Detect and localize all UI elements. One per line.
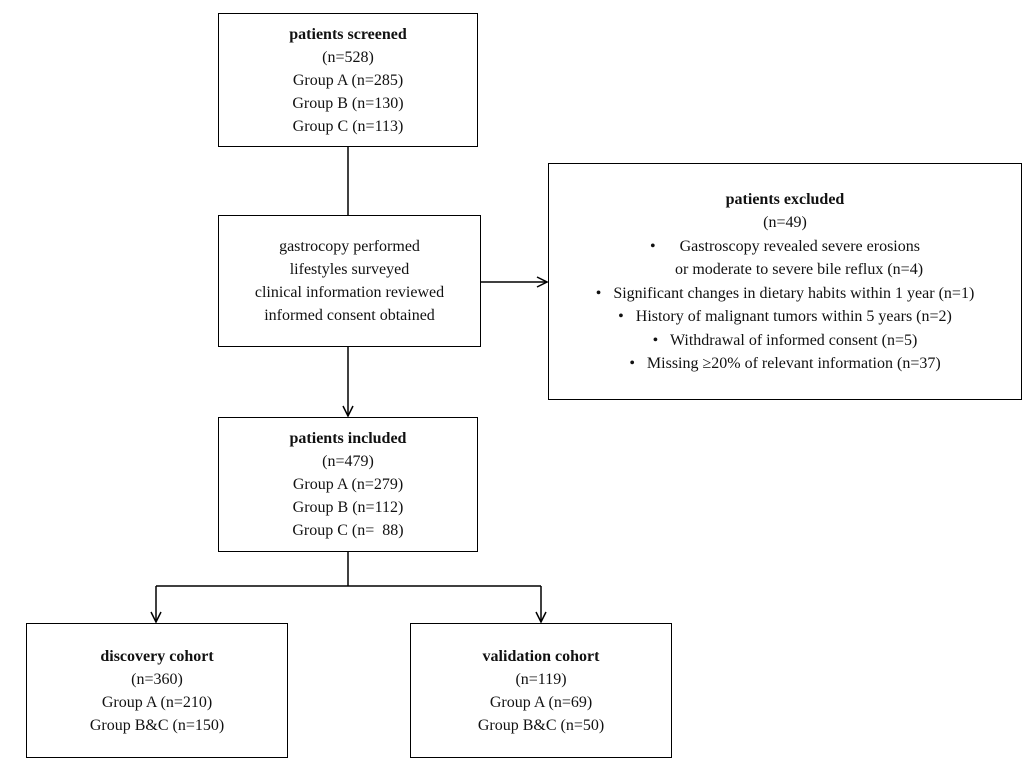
screened-group-c: Group C (n=113)	[292, 117, 404, 135]
procedures-box: gastrocopy performed lifestyles surveyed…	[218, 215, 481, 347]
included-total: (n=479)	[322, 453, 374, 470]
validation-title: validation cohort	[482, 647, 600, 665]
patients-screened-box: patients screened (n=528) Group A (n=285…	[218, 13, 478, 147]
exclusion-reason-erosions: • Gastroscopy revealed severe erosions	[650, 237, 920, 255]
excluded-total: (n=49)	[763, 214, 807, 231]
procedure-lifestyles: lifestyles surveyed	[289, 261, 410, 278]
included-group-a: Group A (n=279)	[292, 476, 404, 493]
exclusion-reason-diet: • Significant changes in dietary habits …	[595, 284, 975, 302]
validation-cohort-box: validation cohort (n=119) Group A (n=69)…	[410, 623, 672, 758]
discovery-title: discovery cohort	[100, 647, 214, 665]
procedure-gastroscopy: gastrocopy performed	[279, 238, 420, 255]
discovery-cohort-box: discovery cohort (n=360) Group A (n=210)…	[26, 623, 288, 758]
screened-group-b: Group B (n=130)	[292, 94, 404, 112]
excluded-title: patients excluded	[725, 190, 845, 208]
patients-excluded-box: patients excluded (n=49) • Gastroscopy r…	[548, 163, 1022, 400]
exclusion-reason-tumors: • History of malignant tumors within 5 y…	[618, 308, 952, 325]
validation-group-a: Group A (n=69)	[489, 693, 593, 711]
included-group-c: Group C (n= 88)	[292, 522, 404, 539]
screened-title: patients screened	[289, 25, 407, 43]
discovery-total: (n=360)	[131, 670, 183, 688]
exclusion-reason-withdrawal: • Withdrawal of informed consent (n=5)	[652, 331, 918, 349]
patients-included-box: patients included (n=479) Group A (n=279…	[218, 417, 478, 552]
included-title: patients included	[289, 430, 407, 447]
screened-group-a: Group A (n=285)	[292, 71, 404, 89]
included-group-b: Group B (n=112)	[292, 499, 404, 516]
validation-total: (n=119)	[515, 670, 567, 688]
screened-total: (n=528)	[322, 48, 374, 66]
exclusion-reason-erosions-cont: or moderate to severe bile reflux (n=4)	[674, 261, 924, 278]
discovery-group-a: Group A (n=210)	[101, 693, 213, 711]
exclusion-reason-missing-info: • Missing ≥20% of relevant information (…	[629, 355, 941, 372]
procedure-clinical-info: clinical information reviewed	[254, 284, 445, 301]
procedure-consent: informed consent obtained	[264, 307, 435, 324]
validation-group-bc: Group B&C (n=50)	[477, 716, 605, 734]
discovery-group-bc: Group B&C (n=150)	[89, 716, 225, 734]
